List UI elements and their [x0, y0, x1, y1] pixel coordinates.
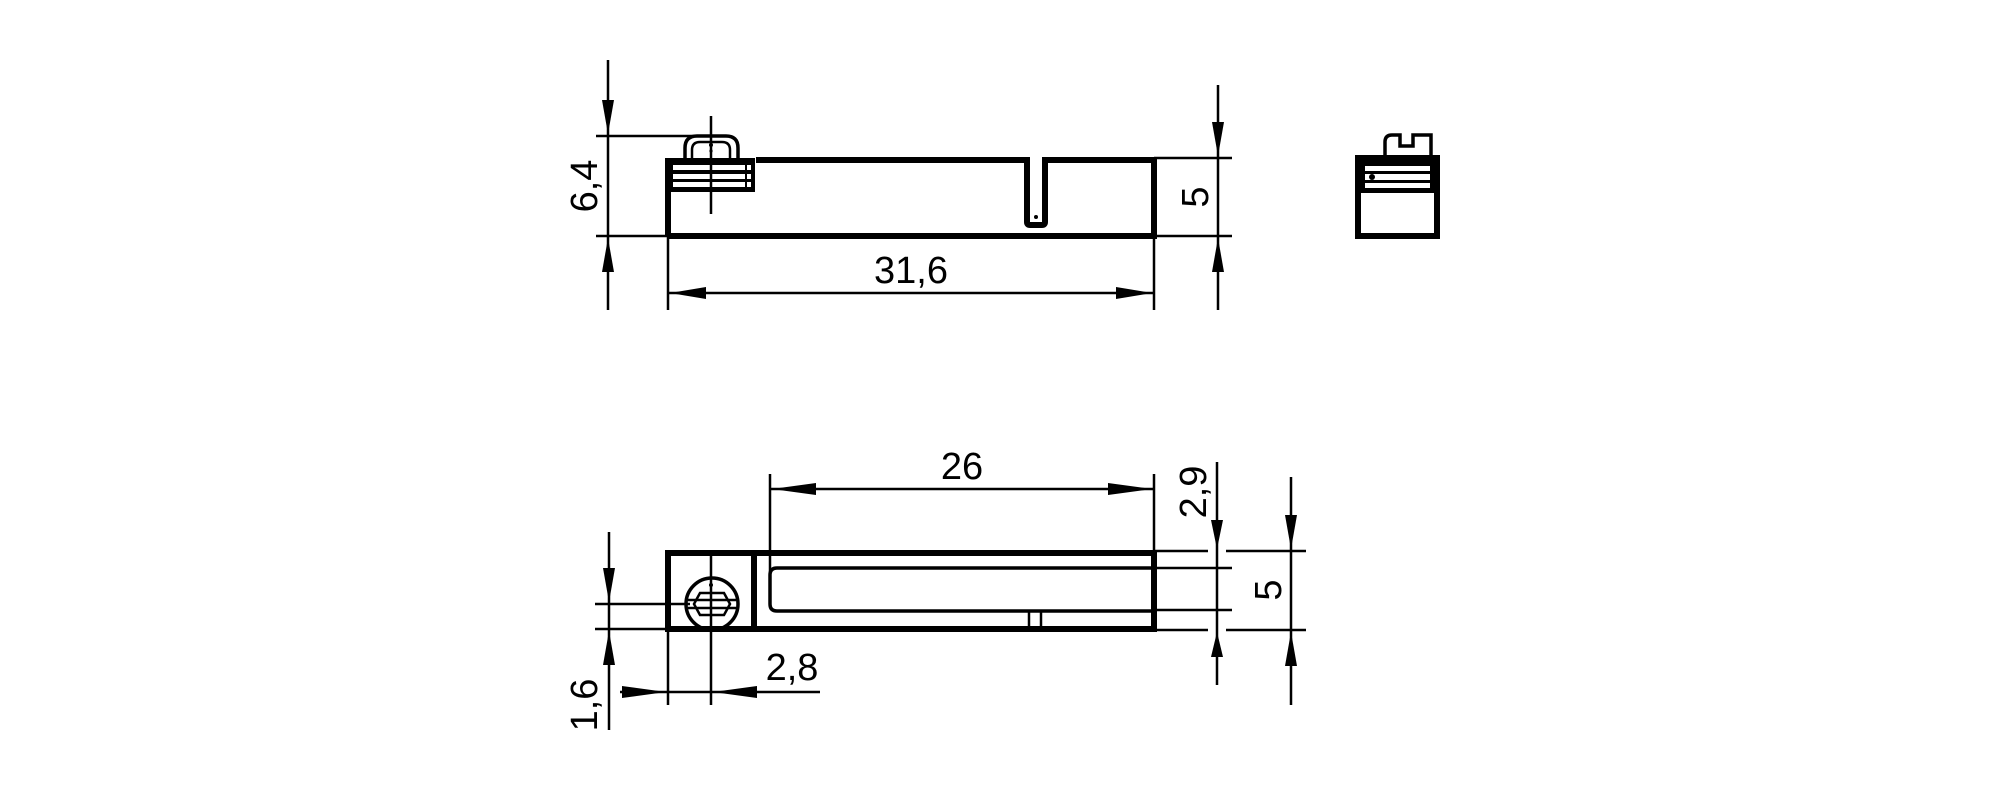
dim-overall-height: 6,4	[564, 60, 700, 310]
dim-length: 31,6	[666, 236, 1156, 310]
dim-body-height-top: 5	[1248, 477, 1297, 705]
dim-offset-top: 2,9	[1154, 462, 1306, 685]
dim-label-2-9: 2,9	[1173, 466, 1215, 519]
dim-label-5-side: 5	[1175, 186, 1217, 207]
dim-label-26: 26	[941, 446, 983, 488]
dim-hole-offset-x: 2,8	[620, 629, 820, 705]
dim-body-height-side: 5	[1154, 85, 1232, 310]
dim-hole-offset-y: 1,6	[564, 532, 690, 731]
dim-sensing-length: 26	[768, 446, 1156, 575]
dim-label-2-8: 2,8	[766, 647, 819, 689]
top-view: 1,6 2,8 26	[564, 446, 1306, 731]
side-view: 6,4 5 31,6	[564, 60, 1232, 310]
dim-label-6-4: 6,4	[564, 160, 606, 213]
connector	[668, 116, 755, 214]
end-view	[1355, 133, 1440, 239]
dim-label-1-6: 1,6	[564, 679, 606, 732]
side-body-outline	[668, 157, 1157, 239]
dim-label-5-top: 5	[1248, 579, 1290, 600]
dim-label-31-6: 31,6	[874, 250, 948, 292]
